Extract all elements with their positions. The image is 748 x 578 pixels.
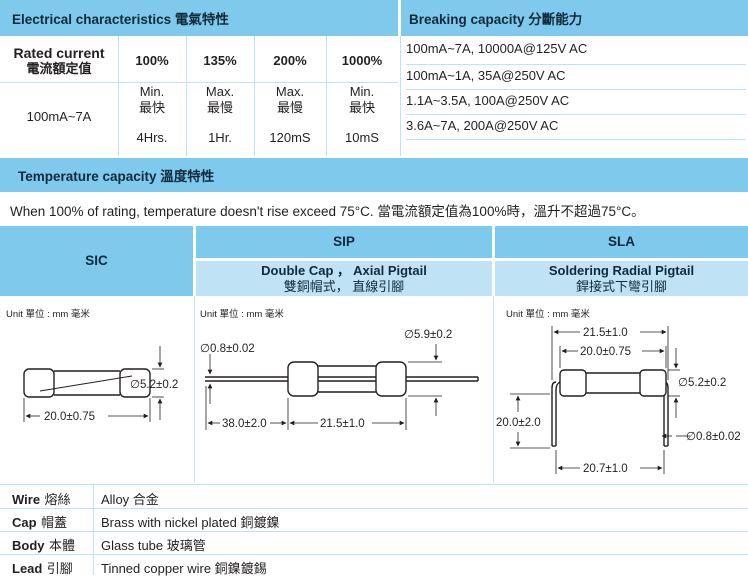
sla-dim-dia: ∅5.2±0.2 xyxy=(678,377,726,389)
pct-135: 135% xyxy=(203,53,237,68)
material-label: Lead 引腳 xyxy=(12,558,73,578)
sic-dim-len: 20.0±0.75 xyxy=(44,411,95,423)
material-label-en: Wire xyxy=(12,492,41,507)
divider xyxy=(118,36,119,156)
material-label-zh: 帽蓋 xyxy=(41,515,68,530)
kind-200: Max.最慢 xyxy=(254,82,326,118)
sip-dim-wire: ∅0.8±0.02 xyxy=(200,343,255,355)
sic-header: SIC xyxy=(0,226,193,296)
material-label-en: Lead xyxy=(12,561,43,576)
material-label-zh: 引腳 xyxy=(46,561,73,576)
kind-200-zh: 最慢 xyxy=(276,100,303,115)
sip-subheader: Double Cap ， Axial Pigtail 雙銅帽式， 直線引腳 xyxy=(196,261,492,296)
material-label-en: Cap xyxy=(12,515,37,530)
kind-1000-en: Min. xyxy=(349,84,375,99)
sla-desc-zh: 銲接式下彎引腳 xyxy=(575,278,667,294)
kind-1000-zh: 最快 xyxy=(348,100,375,115)
temperature-header: Temperature capacity 溫度特性 xyxy=(0,158,748,192)
sip-dim-len: 21.5±1.0 xyxy=(320,418,365,430)
material-value: Tinned copper wire 銅鎳鍍錫 xyxy=(101,561,267,576)
material-row: Lead 引腳 Tinned copper wire 銅鎳鍍錫 xyxy=(0,555,748,577)
material-value: Brass with nickel plated 銅鍍鎳 xyxy=(101,515,280,530)
rated-current-zh: 電流額定值 xyxy=(26,61,92,76)
material-label: Wire 熔絲 xyxy=(12,489,71,509)
sla-unit: Unit 單位 : mm 毫米 xyxy=(506,309,590,320)
rated-current-en: Rated current xyxy=(13,45,105,61)
time-1000: 10mS xyxy=(345,130,379,145)
kind-135-zh: 最慢 xyxy=(206,100,233,115)
sic-unit: Unit 單位 : mm 毫米 xyxy=(6,309,90,320)
electrical-header: Electrical characteristics 電氣特性 xyxy=(0,0,398,36)
sla-dim-wire: ∅0.8±0.02 xyxy=(686,431,741,443)
materials-table: Wire 熔絲 Alloy 合金 Cap 帽蓋 Brass with nicke… xyxy=(0,486,748,577)
sip-dim-dia: ∅5.9±0.2 xyxy=(404,329,452,341)
sip-header: SIP xyxy=(196,226,492,258)
material-label-en: Body xyxy=(12,538,45,553)
divider xyxy=(194,296,195,482)
material-label: Cap 帽蓋 xyxy=(12,512,67,532)
material-value: Alloy 合金 xyxy=(101,492,159,507)
sla-dim-total: 21.5±1.0 xyxy=(583,327,628,339)
time-135: 1Hr. xyxy=(208,130,232,145)
divider xyxy=(0,484,748,485)
sla-fuse-drawing xyxy=(510,326,690,474)
sla-dim-pitch: 20.7±1.0 xyxy=(583,463,628,475)
breaking-row: 100mA~7A, 10000A@125V AC xyxy=(406,40,746,65)
time-200: 120mS xyxy=(269,130,311,145)
sla-header: SLA xyxy=(495,226,748,258)
divider xyxy=(493,296,494,482)
material-label-zh: 熔絲 xyxy=(44,492,71,507)
kind-1000: Min.最快 xyxy=(326,82,398,118)
pct-100: 100% xyxy=(135,53,169,68)
material-row: Body 本體 Glass tube 玻璃管 xyxy=(0,532,748,555)
sla-subheader: Soldering Radial Pigtail 銲接式下彎引腳 xyxy=(495,261,748,296)
sla-dim-height: 20.0±2.0 xyxy=(496,417,541,429)
material-row: Cap 帽蓋 Brass with nickel plated 銅鍍鎳 xyxy=(0,509,748,532)
breaking-header: Breaking capacity 分斷能力 xyxy=(401,0,748,36)
breaking-row: 1.1A~3.5A, 100A@250V AC xyxy=(406,90,746,115)
kind-135: Max.最慢 xyxy=(186,82,254,118)
kind-200-en: Max. xyxy=(275,84,305,99)
material-label-zh: 本體 xyxy=(48,538,75,553)
rated-current-label: Rated current 電流額定值 xyxy=(0,40,118,82)
divider xyxy=(254,36,255,156)
sip-dim-lead: 38.0±2.0 xyxy=(222,418,267,430)
sip-unit: Unit 單位 : mm 毫米 xyxy=(200,309,284,320)
divider xyxy=(0,82,398,83)
temperature-text: When 100% of rating, temperature doesn't… xyxy=(10,204,645,219)
pct-200: 200% xyxy=(273,53,307,68)
sla-desc-en: Soldering Radial Pigtail xyxy=(548,262,695,278)
material-value: Glass tube 玻璃管 xyxy=(101,538,206,553)
kind-135-en: Max. xyxy=(205,84,235,99)
divider xyxy=(326,36,327,156)
material-label: Body 本體 xyxy=(12,535,75,555)
divider xyxy=(400,36,401,156)
sic-fuse-drawing xyxy=(23,346,164,422)
drawings-svg: ∅5.2±0.2 20.0±0.75 ∅0.8±0.02 ∅5.9±0.2 38… xyxy=(23,326,741,475)
pct-1000: 1000% xyxy=(341,53,383,68)
breaking-row: 3.6A~7A, 200A@250V AC xyxy=(406,115,746,140)
sic-dim-dia: ∅5.2±0.2 xyxy=(130,379,178,391)
sla-dim-body: 20.0±0.75 xyxy=(580,346,631,358)
sip-fuse-drawing xyxy=(205,344,479,430)
sip-desc-en: Double Cap ， Axial Pigtail xyxy=(261,262,427,278)
sip-desc-zh: 雙銅帽式， 直線引腳 xyxy=(283,278,405,294)
kind-100-zh: 最快 xyxy=(138,100,165,115)
divider xyxy=(93,484,94,575)
rated-current-value: 100mA~7A xyxy=(26,109,92,124)
kind-100-en: Min. xyxy=(139,84,165,99)
electrical-table: Rated current 電流額定值 100mA~7A 100% 135% 2… xyxy=(0,36,398,156)
material-row: Wire 熔絲 Alloy 合金 xyxy=(0,486,748,509)
divider xyxy=(186,36,187,156)
time-100: 4Hrs. xyxy=(136,130,168,145)
kind-100: Min.最快 xyxy=(118,82,186,118)
breaking-list: 100mA~7A, 10000A@125V AC 100mA~1A, 35A@2… xyxy=(406,40,746,140)
breaking-row: 100mA~1A, 35A@250V AC xyxy=(406,65,746,90)
